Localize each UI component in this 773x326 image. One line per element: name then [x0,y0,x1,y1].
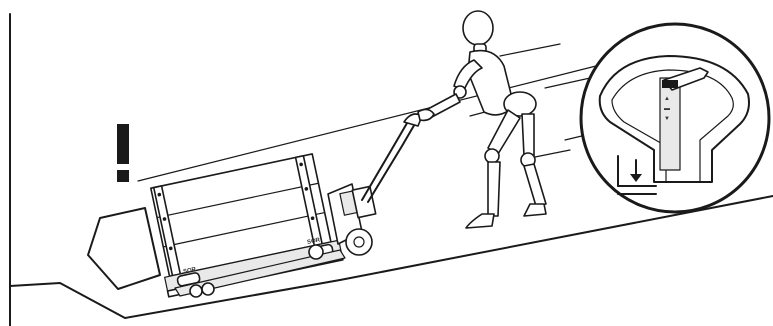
warning-exclamation-icon: ! [117,124,129,182]
control-label-neutral: ▬ [664,106,670,112]
handle-detail-inset: ▲ ▬ ▼ [581,24,769,212]
control-label-lower: ▼ [664,116,670,122]
control-label-raise: ▲ [664,96,670,102]
background-motion-line-3 [545,78,590,88]
background-motion-line-4 [530,150,570,158]
obstacle-outline [88,208,160,289]
operator-figure [418,11,546,228]
background-motion-line-1 [500,44,560,56]
ground-slope-line [10,196,773,318]
control-stem [660,78,680,170]
